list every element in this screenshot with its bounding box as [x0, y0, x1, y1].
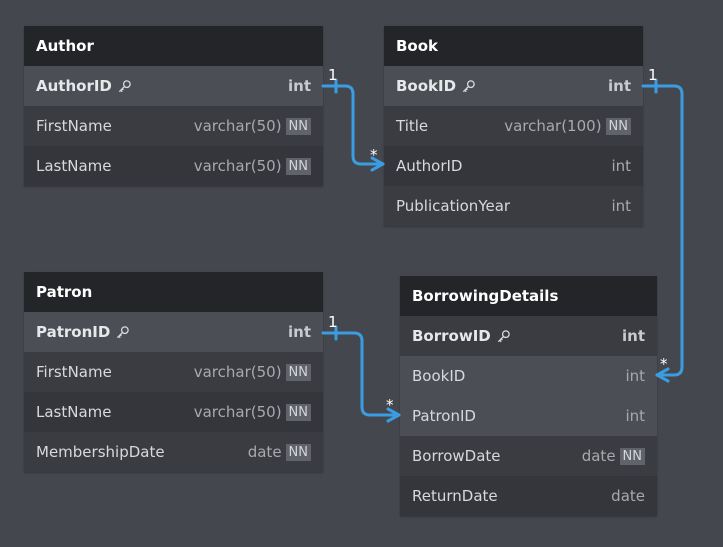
table-title: Book [384, 26, 643, 66]
column-type: date [247, 443, 282, 461]
column-name: Title [396, 117, 429, 135]
column-row-publicationyear[interactable]: PublicationYear int [384, 186, 643, 226]
column-row-authorid[interactable]: AuthorID int [384, 146, 643, 186]
not-null-badge: NN [605, 117, 631, 135]
column-name: BorrowID [412, 327, 491, 345]
column-type: int [611, 157, 631, 175]
key-icon [118, 79, 131, 92]
column-type: date [581, 447, 616, 465]
cardinality-one-author: 1 [328, 66, 338, 84]
column-row-returndate[interactable]: ReturnDate date [400, 476, 657, 516]
column-row-firstname[interactable]: FirstName varchar(50) NN [24, 106, 323, 146]
column-name: MembershipDate [36, 443, 165, 461]
column-name: BookID [412, 367, 466, 385]
not-null-badge: NN [285, 117, 311, 135]
column-name: FirstName [36, 363, 112, 381]
cardinality-many-borrowing-bookid: * [660, 355, 668, 373]
column-row-borrowid[interactable]: BorrowID int [400, 316, 657, 356]
column-type: date [611, 487, 645, 505]
column-type: varchar(50) [193, 117, 282, 135]
table-author[interactable]: Author AuthorID int FirstName varchar(50… [24, 26, 323, 186]
column-row-lastname[interactable]: LastName varchar(50) NN [24, 146, 323, 186]
cardinality-one-patron: 1 [328, 313, 338, 331]
column-row-patronid[interactable]: PatronID int [24, 312, 323, 352]
column-type: varchar(100) [504, 117, 602, 135]
column-name: PatronID [36, 323, 111, 341]
column-name: AuthorID [36, 77, 112, 95]
column-row-patronid[interactable]: PatronID int [400, 396, 657, 436]
key-icon [497, 329, 510, 342]
not-null-badge: NN [285, 443, 311, 461]
column-type: varchar(50) [193, 403, 282, 421]
column-row-bookid[interactable]: BookID int [400, 356, 657, 396]
key-icon [462, 79, 475, 92]
column-name: LastName [36, 157, 112, 175]
column-type: int [622, 327, 645, 345]
table-patron[interactable]: Patron PatronID int FirstName varchar(50… [24, 272, 323, 472]
column-name: FirstName [36, 117, 112, 135]
column-type: int [611, 197, 631, 215]
column-name: PublicationYear [396, 197, 511, 215]
table-title: BorrowingDetails [400, 276, 657, 316]
column-name: BookID [396, 77, 457, 95]
not-null-badge: NN [285, 403, 311, 421]
column-name: BorrowDate [412, 447, 501, 465]
column-row-bookid[interactable]: BookID int [384, 66, 643, 106]
cardinality-many-borrowing-patronid: * [386, 396, 394, 414]
column-row-borrowdate[interactable]: BorrowDate date NN [400, 436, 657, 476]
column-row-title[interactable]: Title varchar(100) NN [384, 106, 643, 146]
table-title: Author [24, 26, 323, 66]
column-row-membershipdate[interactable]: MembershipDate date NN [24, 432, 323, 472]
column-type: int [288, 323, 311, 341]
not-null-badge: NN [619, 447, 645, 465]
column-name: PatronID [412, 407, 476, 425]
cardinality-one-book: 1 [648, 66, 658, 84]
table-title: Patron [24, 272, 323, 312]
cardinality-many-book: * [370, 146, 378, 164]
column-type: int [625, 407, 645, 425]
column-row-authorid[interactable]: AuthorID int [24, 66, 323, 106]
column-type: varchar(50) [193, 157, 282, 175]
column-type: int [625, 367, 645, 385]
column-name: AuthorID [396, 157, 463, 175]
not-null-badge: NN [285, 363, 311, 381]
column-row-lastname[interactable]: LastName varchar(50) NN [24, 392, 323, 432]
column-name: ReturnDate [412, 487, 498, 505]
key-icon [117, 325, 130, 338]
column-name: LastName [36, 403, 112, 421]
table-borrowingdetails[interactable]: BorrowingDetails BorrowID int BookID int… [400, 276, 657, 516]
table-book[interactable]: Book BookID int Title varchar(100) NN Au… [384, 26, 643, 226]
column-row-firstname[interactable]: FirstName varchar(50) NN [24, 352, 323, 392]
column-type: int [608, 77, 631, 95]
column-type: varchar(50) [193, 363, 282, 381]
column-type: int [288, 77, 311, 95]
not-null-badge: NN [285, 157, 311, 175]
